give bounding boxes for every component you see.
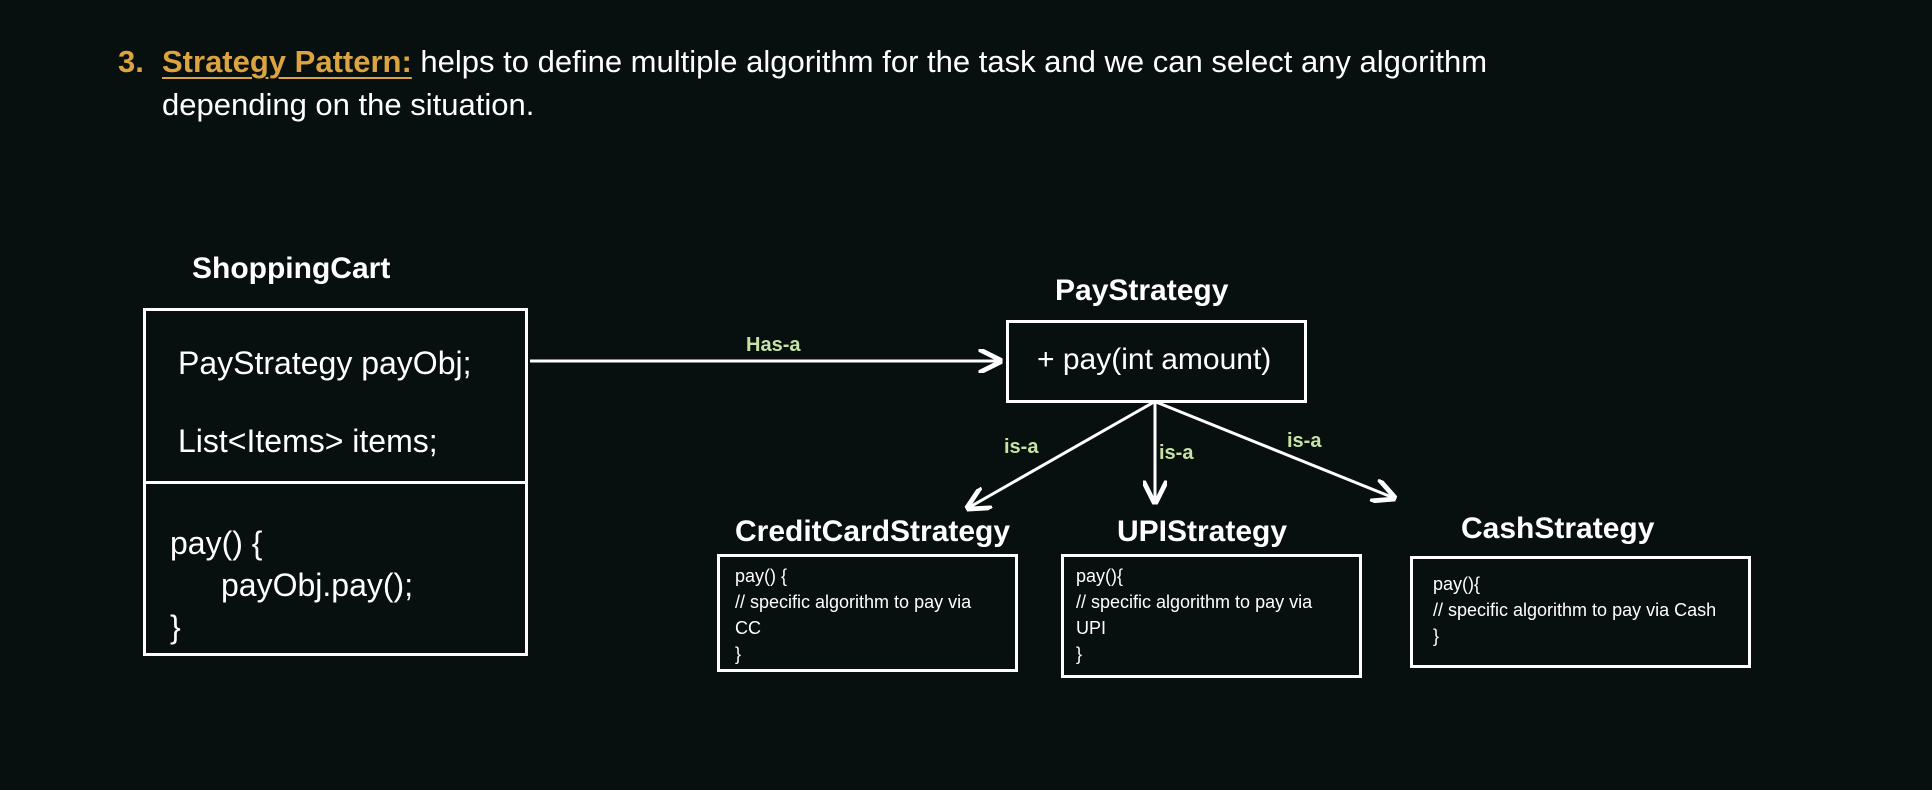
is-a-label-credit-card: is-a (1004, 436, 1039, 458)
is-a-arrow-cash (1155, 400, 1394, 498)
shopping-cart-method-open: pay() { (170, 525, 263, 561)
shopping-cart-field-items: List<Items> items; (178, 423, 438, 459)
cash-line-1: pay(){ (1433, 574, 1481, 594)
upi-line-3: UPI (1076, 618, 1107, 638)
cash-line-3: } (1433, 626, 1440, 646)
credit-card-line-3: CC (735, 618, 761, 638)
shopping-cart-method-close: } (170, 609, 181, 645)
has-a-label: Has-a (746, 334, 801, 356)
heading-line-1: Strategy Pattern: helps to define multip… (162, 40, 1487, 83)
credit-card-code: pay() { // specific algorithm to pay via… (735, 563, 1015, 667)
pay-strategy-title: PayStrategy (1055, 274, 1229, 307)
cash-code: pay(){ // specific algorithm to pay via … (1433, 571, 1751, 649)
upi-line-2: // specific algorithm to pay via (1076, 592, 1313, 612)
heading-line-2: depending on the situation. (162, 87, 535, 122)
upi-box: pay(){ // specific algorithm to pay via … (1061, 554, 1362, 678)
pay-strategy-method: + pay(int amount) (1037, 343, 1272, 376)
is-a-label-upi: is-a (1159, 442, 1194, 464)
credit-card-box: pay() { // specific algorithm to pay via… (717, 554, 1018, 672)
heading-text-1: helps to define multiple algorithm for t… (411, 44, 1488, 79)
credit-card-line-2: // specific algorithm to pay via (735, 592, 972, 612)
credit-card-line-4: } (735, 644, 742, 664)
upi-title: UPIStrategy (1117, 515, 1288, 548)
shopping-cart-method-body: payObj.pay(); (221, 567, 414, 603)
is-a-label-cash: is-a (1287, 430, 1322, 452)
shopping-cart-title: ShoppingCart (192, 252, 391, 285)
heading-term: Strategy Pattern: (162, 44, 412, 79)
cash-box: pay(){ // specific algorithm to pay via … (1410, 556, 1751, 668)
upi-line-4: } (1076, 644, 1083, 664)
pay-strategy-box: + pay(int amount) (1006, 320, 1307, 403)
upi-line-1: pay(){ (1076, 566, 1124, 586)
heading-number: 3. (118, 44, 144, 79)
upi-code: pay(){ // specific algorithm to pay via … (1076, 563, 1361, 667)
cash-line-2: // specific algorithm to pay via Cash (1433, 600, 1717, 620)
credit-card-title: CreditCardStrategy (735, 515, 1011, 548)
credit-card-line-1: pay() { (735, 566, 788, 586)
shopping-cart-field-payobj: PayStrategy payObj; (178, 345, 472, 381)
shopping-cart-box: PayStrategy payObj; List<Items> items; p… (143, 308, 528, 656)
shopping-cart-divider (146, 481, 525, 484)
is-a-arrow-credit-card (968, 400, 1155, 508)
cash-title: CashStrategy (1461, 512, 1655, 545)
